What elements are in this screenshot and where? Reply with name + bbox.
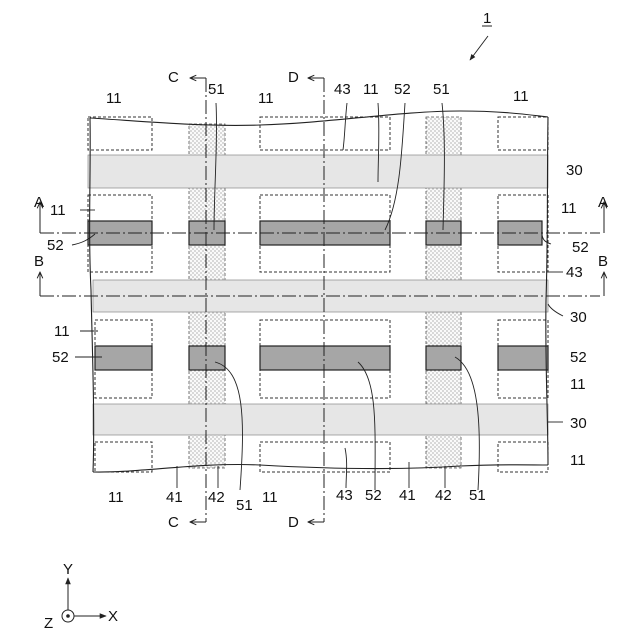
label-11: 11 [363, 81, 379, 98]
section-label-c: C [168, 514, 179, 531]
section-label-a: A [598, 194, 608, 211]
label-42: 42 [208, 489, 225, 506]
label-52: 52 [572, 239, 589, 256]
label-11: 11 [513, 88, 529, 105]
label-11: 11 [106, 90, 122, 107]
section-label-c: C [168, 69, 179, 86]
axis-label-x: X [108, 608, 118, 625]
label-51: 51 [236, 497, 253, 514]
bar-bottom [93, 404, 548, 435]
section-label-b: B [598, 253, 608, 270]
label-52: 52 [394, 81, 411, 98]
label-11: 11 [50, 202, 66, 219]
bar-top [88, 155, 548, 188]
electrode-row2 [260, 346, 390, 370]
figure-reference-arrow [470, 36, 488, 60]
label-52: 52 [570, 349, 587, 366]
label-11: 11 [258, 90, 274, 107]
label-11: 11 [54, 323, 70, 340]
label-51: 51 [208, 81, 225, 98]
electrode-row2 [95, 346, 152, 370]
section-label-d: D [288, 514, 299, 531]
horizontal-bars [88, 155, 548, 435]
label-30: 30 [566, 162, 583, 179]
section-label-a: A [34, 194, 44, 211]
label-41: 41 [166, 489, 183, 506]
electrode-row2 [189, 346, 225, 370]
label-11: 11 [561, 200, 577, 217]
label-51: 51 [433, 81, 450, 98]
cell-outline [95, 442, 152, 472]
electrode-row2 [426, 346, 461, 370]
axis-label-z: Z [44, 615, 53, 632]
label-52: 52 [52, 349, 69, 366]
label-11: 11 [108, 489, 124, 506]
label-42: 42 [435, 487, 452, 504]
section-label-b: B [34, 253, 44, 270]
label-43: 43 [566, 264, 583, 281]
section-label-d: D [288, 69, 299, 86]
figure-reference: 1 [470, 10, 492, 60]
figure-reference-number: 1 [483, 10, 491, 27]
label-43: 43 [334, 81, 351, 98]
label-41: 41 [399, 487, 416, 504]
cell-outline [498, 117, 548, 150]
label-30: 30 [570, 415, 587, 432]
label-51: 51 [469, 487, 486, 504]
coordinate-axes: Y X Z [44, 561, 118, 632]
cell-outline [260, 117, 390, 150]
label-43: 43 [336, 487, 353, 504]
axis-label-y: Y [63, 561, 73, 578]
label-52: 52 [47, 237, 64, 254]
label-30: 30 [570, 309, 587, 326]
electrode-row2 [498, 346, 548, 370]
label-11: 11 [570, 452, 586, 469]
cell-outline [498, 442, 548, 472]
label-11: 11 [570, 376, 586, 393]
label-52: 52 [365, 487, 382, 504]
label-11: 11 [262, 489, 278, 506]
